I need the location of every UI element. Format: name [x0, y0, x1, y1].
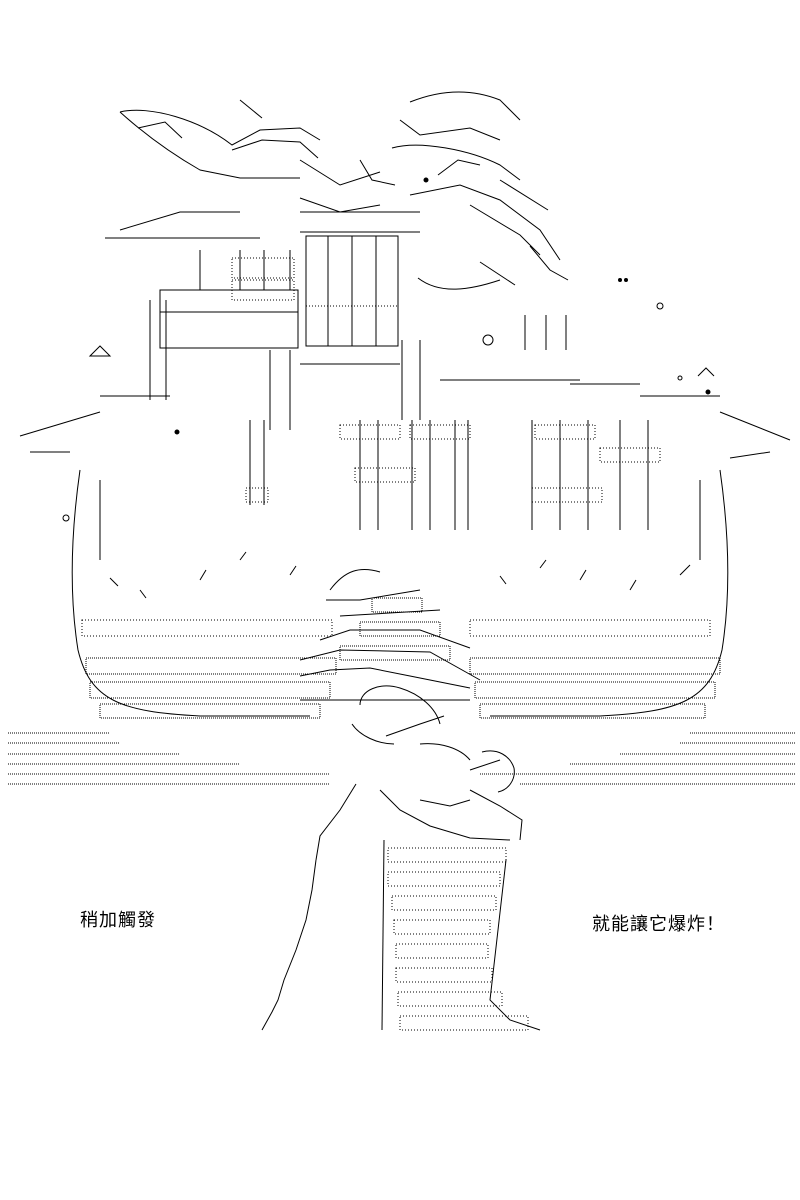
- standing-figure: [261, 685, 541, 1031]
- ground-lines: [8, 732, 796, 785]
- wheel-body: [71, 420, 729, 719]
- caption-left: 稍加觸發: [80, 910, 156, 931]
- center-ramp: [299, 568, 481, 701]
- horizontal-rail: [19, 363, 791, 459]
- banner-frames: [105, 211, 567, 430]
- caption-right: 就能讓它爆炸！: [592, 914, 725, 935]
- ribbon-bow-shape: [119, 91, 569, 290]
- scatter-symbols: [62, 177, 715, 522]
